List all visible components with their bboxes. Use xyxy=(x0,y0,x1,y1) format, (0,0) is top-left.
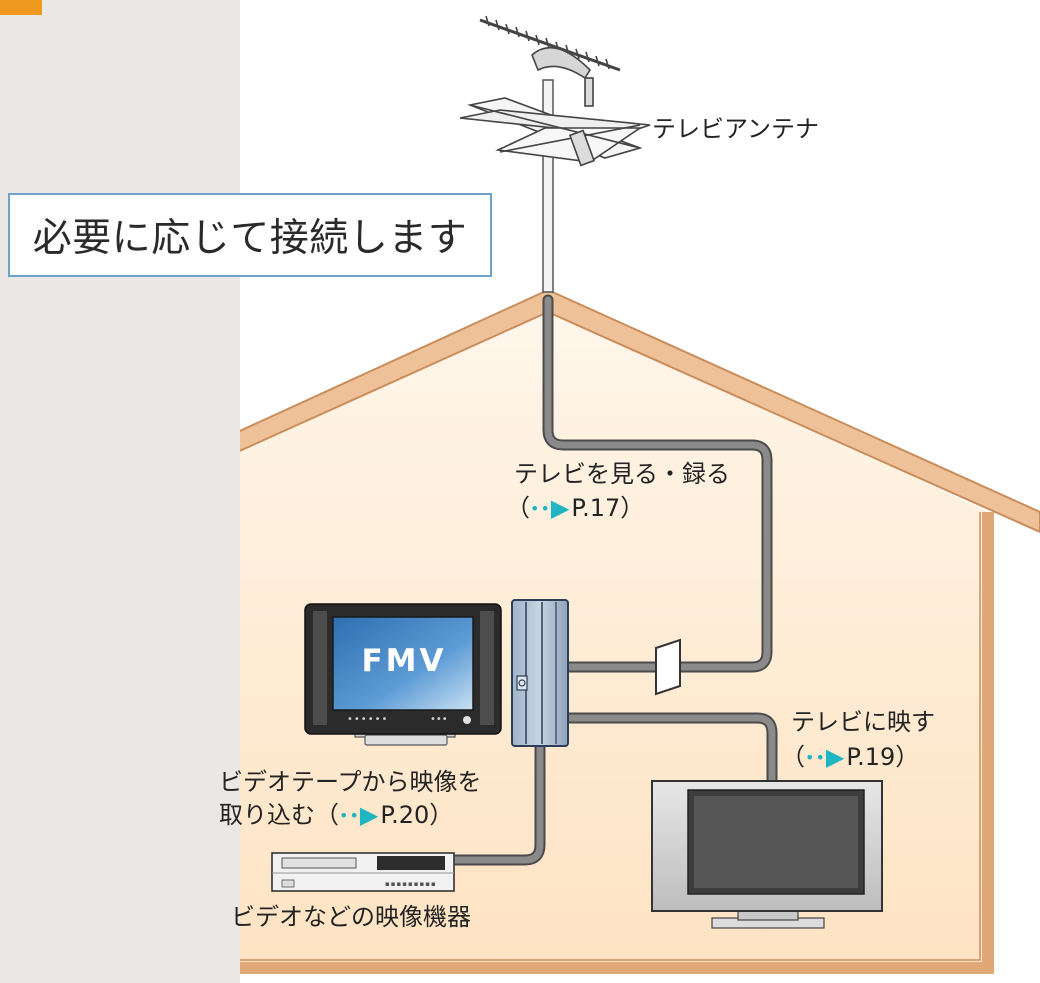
svg-text:•••: ••• xyxy=(430,714,448,725)
video-recorder: ▪▪▪▪▪▪▪▪▪ xyxy=(271,852,455,892)
label-antenna: テレビアンテナ xyxy=(652,115,820,143)
label-capture-line1: ビデオテープから映像を xyxy=(219,768,482,796)
side-panel xyxy=(0,0,240,983)
ref-watch-record: （••▶P.17） xyxy=(506,494,645,522)
svg-text:••••••: •••••• xyxy=(347,714,388,725)
callout-text: 必要に応じて接続します xyxy=(32,216,468,261)
label-tv-output: テレビに映す xyxy=(791,708,935,736)
svg-text:▪▪▪▪▪▪▪▪▪: ▪▪▪▪▪▪▪▪▪ xyxy=(385,880,437,888)
ref-dots-icon: •• xyxy=(805,748,826,767)
label-capture-line2: 取り込む（••▶P.20） xyxy=(219,801,454,829)
ref-arrow-icon: ▶ xyxy=(359,801,379,829)
label-video-device: ビデオなどの映像機器 xyxy=(231,903,471,931)
corner-tab xyxy=(0,0,42,15)
ref-arrow-icon: ▶ xyxy=(550,494,570,522)
antenna xyxy=(459,15,651,167)
ref-dots-icon: •• xyxy=(530,499,551,518)
monitor-screen xyxy=(332,616,474,711)
pc-tower xyxy=(511,599,569,747)
monitor-logo: FMV xyxy=(361,643,447,679)
ref-dots-icon: •• xyxy=(339,806,360,825)
antenna-mast xyxy=(542,79,554,293)
monitor: •••••• ••• xyxy=(304,603,502,746)
ref-tv-output: （••▶P.19） xyxy=(781,743,920,771)
ref-arrow-icon: ▶ xyxy=(825,743,845,771)
callout-box: 必要に応じて接続します xyxy=(8,193,492,277)
tv xyxy=(651,780,883,929)
wall-outlet xyxy=(655,638,681,696)
label-watch-record: テレビを見る・録る xyxy=(514,460,730,488)
cables xyxy=(446,294,778,866)
